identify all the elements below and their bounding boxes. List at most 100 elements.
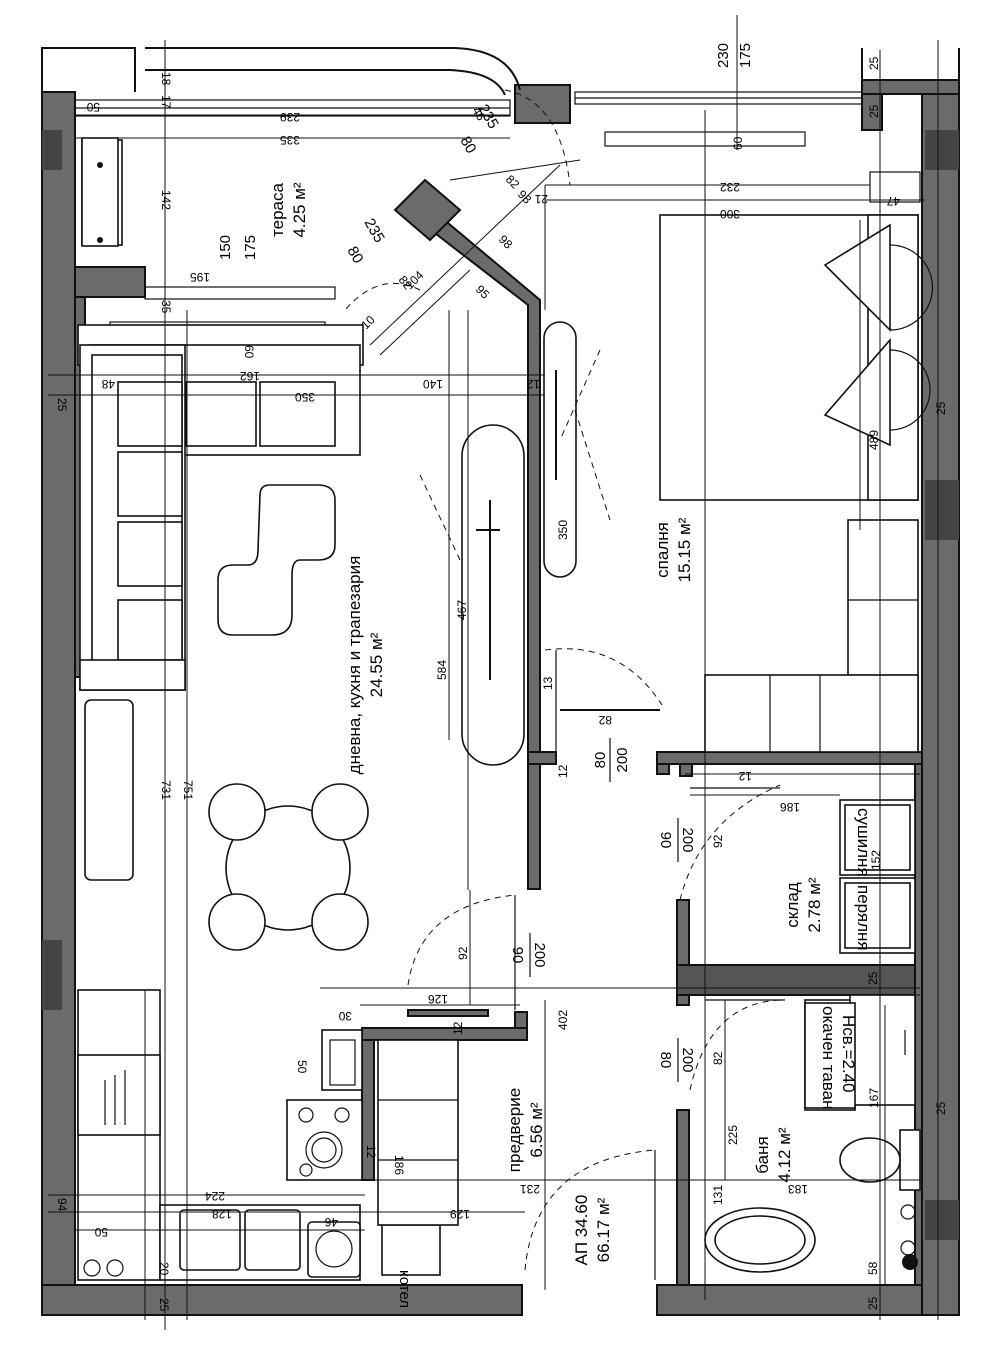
dim-18: 18 (159, 72, 173, 86)
ceiling-note-line2: Нсв.=2.40 (839, 1015, 858, 1093)
ceiling-note: окачен таван Нсв.=2.40 (804, 1002, 858, 1110)
door-storage-top: 200 (679, 827, 696, 852)
washer-label: перялня (854, 885, 873, 951)
dim-12e: 12 (364, 1145, 378, 1159)
dim-152: 152 (869, 850, 883, 870)
dim-13: 13 (541, 676, 555, 690)
dim-35: 35 (159, 300, 173, 314)
storage-area: 2.78 м² (805, 877, 824, 932)
dim-58: 58 (866, 1261, 880, 1275)
dim-140: 140 (423, 377, 443, 391)
dim-12c: 12 (738, 769, 752, 783)
apartment-name: АП 34.60 (572, 1195, 591, 1266)
living-area: 24.55 м² (367, 632, 386, 697)
dim-46b: 46 (324, 1215, 338, 1229)
dim-126: 126 (428, 992, 448, 1006)
dim-239: 239 (280, 110, 300, 124)
dimension-texts: 18 17 50 239 335 46 142 195 35 60 162 48… (55, 56, 948, 1311)
dim-60a: 60 (242, 345, 256, 359)
dim-225: 225 (726, 1125, 740, 1145)
storage-name: склад (783, 882, 802, 928)
dim-25d: 25 (866, 971, 880, 985)
door-bath-bottom: 80 (657, 1052, 674, 1069)
dim-350a: 350 (295, 390, 315, 404)
boiler-label: котел (396, 1270, 413, 1308)
door-swings (344, 89, 786, 1280)
door-bedroom-bottom: 200 (614, 747, 631, 772)
dim-25h: 25 (934, 401, 948, 415)
sideboard (84, 699, 134, 881)
dim-50b: 50 (295, 1060, 309, 1074)
bed (659, 214, 934, 501)
dim-50a: 50 (86, 100, 100, 114)
dim-17: 17 (159, 95, 173, 109)
dim-21: 21 (534, 192, 548, 206)
dim-92b: 92 (456, 946, 470, 960)
living-name: дневна, кухня и трапезария (345, 556, 364, 775)
dim-142: 142 (159, 190, 173, 210)
storage-appliances: сушилня перялня (839, 799, 916, 954)
dim-25g: 25 (866, 1296, 880, 1310)
dim-98a: 98 (515, 187, 535, 207)
dim-128: 128 (212, 1207, 232, 1221)
dim-12a: 12 (526, 377, 540, 391)
balcony-door-h: 80 (457, 134, 480, 157)
dim-94: 94 (55, 1198, 69, 1212)
meters (83, 1259, 124, 1277)
dim-186b: 186 (392, 1155, 406, 1175)
dim-489: 489 (867, 430, 881, 450)
dining-table (208, 783, 369, 951)
ceiling-note-line1: окачен таван (819, 1006, 838, 1110)
interior-walls (361, 84, 923, 1286)
dim-25a: 25 (55, 398, 69, 412)
door-living-top: 200 (531, 942, 548, 967)
terrace-name: тераса (268, 183, 287, 237)
window1-bottom: 175 (242, 235, 259, 260)
door-bedroom-top: 80 (592, 752, 609, 769)
hall-name: предверие (505, 1088, 524, 1172)
dryer-label: сушилня (854, 808, 873, 877)
kitchen-counter (77, 989, 363, 1281)
dim-82b: 82 (503, 172, 523, 192)
exterior-walls (41, 47, 960, 1316)
room-labels: тераса 4.25 м² дневна, кухня и трапезари… (268, 182, 824, 1265)
dim-25b: 25 (867, 56, 881, 70)
dim-92a: 92 (711, 834, 725, 848)
dim-82c: 82 (598, 713, 612, 727)
dim-751: 751 (181, 780, 195, 800)
dim-402: 402 (556, 1010, 570, 1030)
dim-48: 48 (101, 377, 115, 391)
dim-467: 467 (455, 600, 469, 620)
door-living-bottom: 90 (509, 947, 526, 964)
dim-20: 20 (157, 1262, 171, 1276)
dim-12b: 12 (556, 764, 570, 778)
dim-25f: 25 (157, 1298, 171, 1312)
hall-area: 6.56 м² (527, 1102, 546, 1157)
window2-top: 230 (715, 43, 732, 68)
dim-60b: 60 (731, 136, 745, 150)
dim-335: 335 (280, 133, 300, 147)
apartment-area: 66.17 м² (594, 1197, 613, 1262)
partition-shelves (461, 321, 577, 766)
door-bath-top: 200 (679, 1047, 696, 1072)
dim-25e: 25 (934, 1101, 948, 1115)
sofa (77, 324, 364, 691)
window1-top: 150 (217, 235, 234, 260)
bedroom-name: спалня (653, 522, 672, 578)
dim-224: 224 (205, 1189, 225, 1203)
dim-232: 232 (720, 180, 740, 194)
dimension-lines (48, 15, 939, 1330)
wardrobe (704, 519, 919, 753)
dim-50c: 50 (94, 1225, 108, 1239)
dim-47: 47 (886, 194, 900, 208)
dim-167: 167 (867, 1088, 881, 1108)
bedroom-area: 15.15 м² (675, 517, 694, 582)
terrace-door-w: 235 (361, 216, 388, 246)
dim-25c: 25 (867, 104, 881, 118)
dim-300: 300 (720, 207, 740, 221)
dim-82d: 82 (711, 1051, 725, 1065)
coffee-table (217, 484, 336, 636)
dim-95: 95 (473, 282, 493, 302)
boiler: котел (381, 1224, 441, 1308)
dim-731: 731 (159, 780, 173, 800)
